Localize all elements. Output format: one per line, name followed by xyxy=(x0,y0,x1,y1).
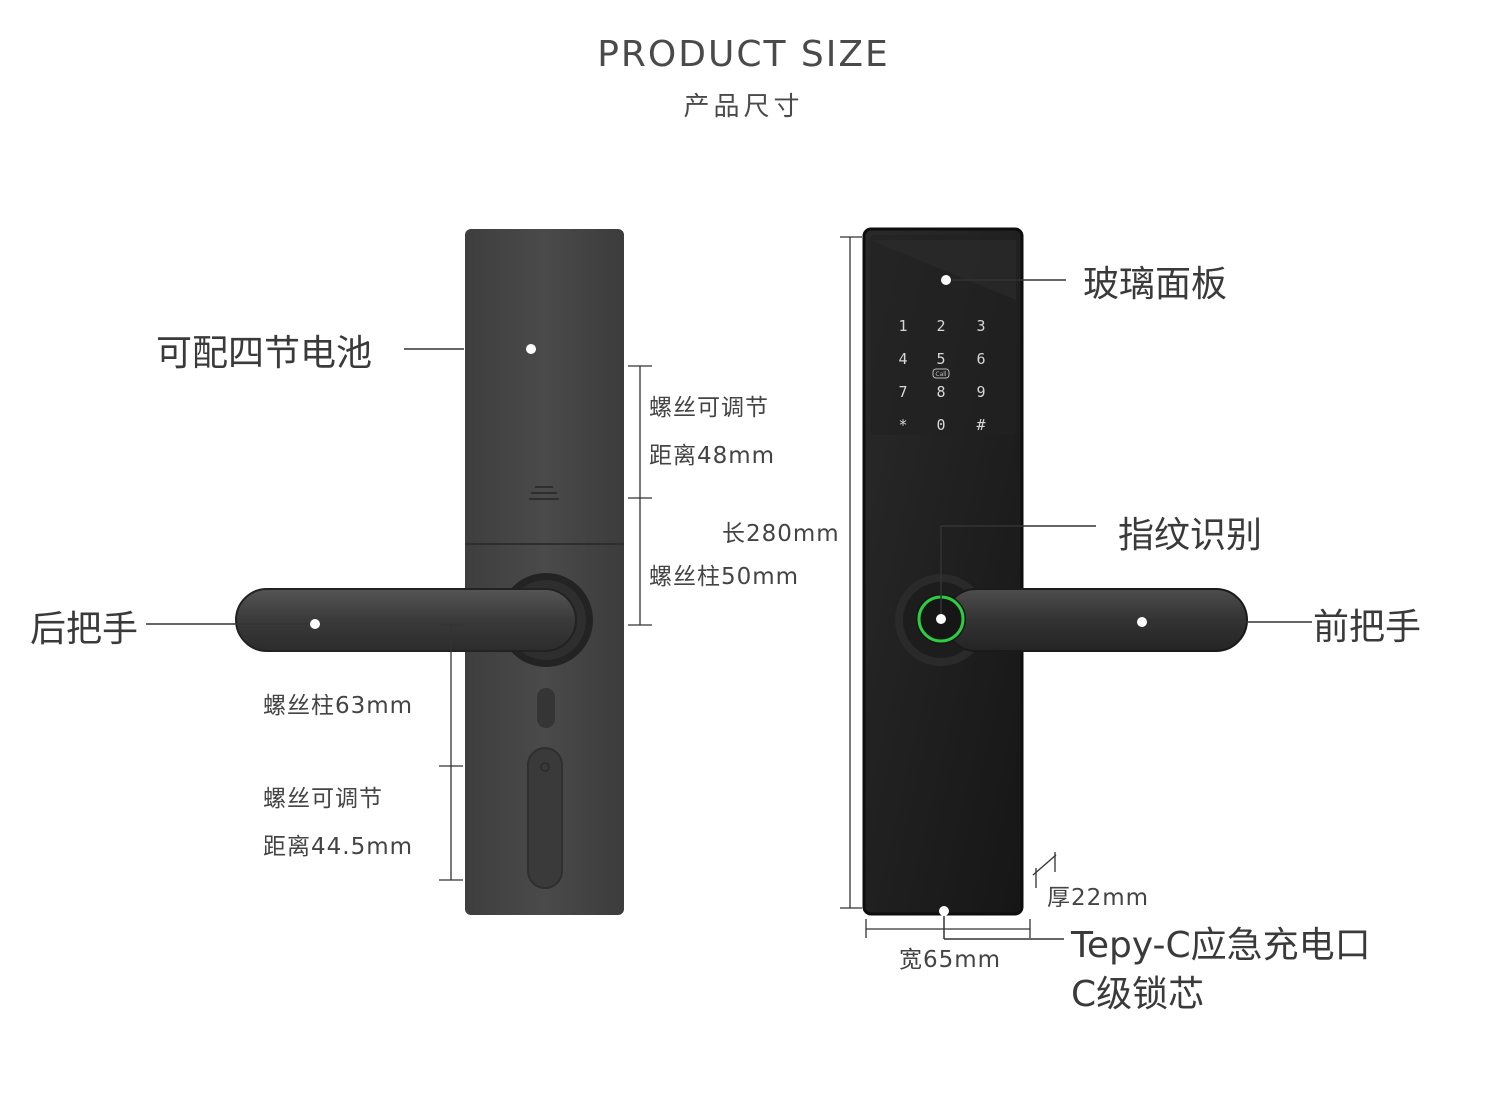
front-handle-dot xyxy=(1137,617,1147,627)
keypad: 1 2 3 4 5 6 7 8 9 * 0 # xyxy=(898,317,985,434)
key-2: 2 xyxy=(936,317,945,335)
call-badge xyxy=(932,368,950,379)
dimension-lines xyxy=(439,236,1057,938)
call-badge-text: Call xyxy=(935,371,947,378)
screw-adjust-48-line1: 螺丝可调节 xyxy=(649,395,769,421)
usb-charge-label: Tepy-C应急充电口 xyxy=(1071,925,1371,966)
glass-panel-dot xyxy=(941,275,951,285)
key-hash: # xyxy=(976,416,985,434)
back-lock-body xyxy=(465,229,624,915)
battery-dot xyxy=(526,344,536,354)
usb-dot xyxy=(939,906,949,916)
key-7: 7 xyxy=(898,383,907,401)
front-handle-label: 前把手 xyxy=(1313,607,1422,648)
rear-handle xyxy=(235,588,577,652)
screw-adjust-48-line2: 距离48mm xyxy=(649,443,776,469)
product-size-title: PRODUCT SIZE xyxy=(597,34,890,75)
key-star: * xyxy=(898,416,907,434)
lock-core-label: C级锁芯 xyxy=(1071,974,1205,1015)
product-size-subtitle: 产品尺寸 xyxy=(683,92,804,122)
front-handle xyxy=(944,588,1248,652)
glass-panel-label: 玻璃面板 xyxy=(1083,264,1228,305)
screw-adjust-44-line1: 螺丝可调节 xyxy=(263,786,383,812)
battery-label: 可配四节电池 xyxy=(156,333,373,374)
key-1: 1 xyxy=(898,317,907,335)
leader-lines xyxy=(146,279,1312,940)
screw-adjust-44-line2: 距离44.5mm xyxy=(263,834,414,860)
key-5: 5 xyxy=(936,350,945,368)
rear-handle-label: 后把手 xyxy=(30,609,139,650)
fingerprint-dot xyxy=(936,614,946,624)
key-4: 4 xyxy=(898,350,907,368)
screw-post-50: 螺丝柱50mm xyxy=(649,564,800,590)
thickness-label: 厚22mm xyxy=(1047,885,1150,911)
key-0: 0 xyxy=(936,416,945,434)
callout-dots xyxy=(310,275,1147,916)
screw-post-63: 螺丝柱63mm xyxy=(263,693,414,719)
key-8: 8 xyxy=(936,383,945,401)
length-label: 长280mm xyxy=(722,521,840,547)
rear-handle-dot xyxy=(310,619,320,629)
key-9: 9 xyxy=(976,383,985,401)
fingerprint-label: 指纹识别 xyxy=(1118,515,1263,556)
width-label: 宽65mm xyxy=(899,947,1002,973)
key-3: 3 xyxy=(976,317,985,335)
key-6: 6 xyxy=(976,350,985,368)
